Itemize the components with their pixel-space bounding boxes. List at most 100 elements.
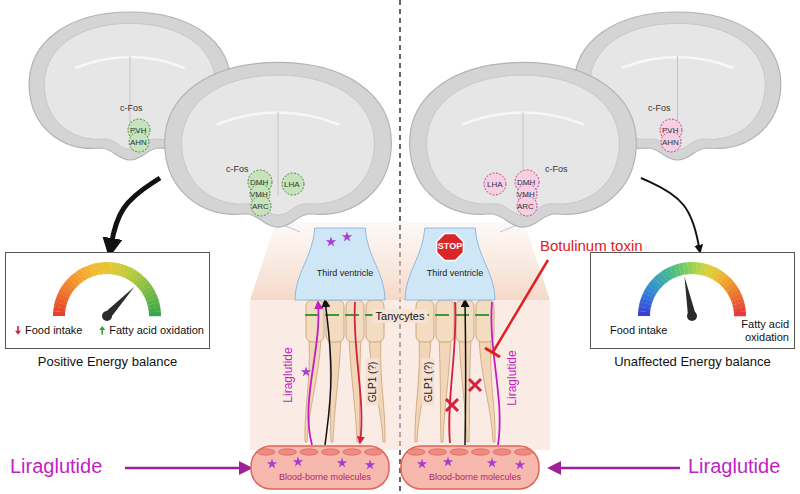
molecule-star [337,457,347,467]
tanycyte-process [305,338,321,442]
ventricle-label: Third ventricle [295,268,395,278]
midline [278,111,279,196]
gauge-hub [102,311,112,321]
vessel-wall [251,446,389,489]
region-label: ARC [252,202,269,211]
region-label: DMH [250,178,268,187]
stop-label: STOP [435,241,465,251]
brain-shape [160,58,396,236]
gauge-hub [687,311,697,321]
vessel-node: Blood-borne molecules [250,445,400,490]
inhibition-line [493,260,548,352]
connector-arrow [641,178,700,252]
gauge-node: Food intakeFatty acid oxidationUnaffecte… [590,252,795,374]
endothelial-cell [429,449,447,455]
endothelial-cell [257,449,275,455]
molecule-star [487,457,497,467]
vessel-node: Blood-borne molecules [400,445,550,490]
region-label: LHA [284,180,300,189]
effect-label: Food intake [25,324,82,337]
molecule-star [342,231,352,241]
marker-label: c-Fos [545,164,568,174]
annotation-label: Liraglutide [688,455,780,477]
effect-label: Fatty acid oxidation [717,318,789,343]
vent-shape [295,228,395,300]
tissue-ground [250,300,550,450]
stop-node: STOP [435,232,465,262]
panel-frame [591,253,795,374]
panel-frame [6,253,210,374]
effect-label: Food intake [610,324,667,337]
tanycyte-body [306,300,324,342]
zoom-region [250,222,550,300]
gauge-arc [734,311,746,316]
endothelial-cell [365,449,383,455]
glp1-path [449,302,455,443]
brain-inner [427,75,620,215]
marker-label: c-Fos [120,103,143,113]
region-label: VMH [517,190,535,199]
gauge-arc [149,311,161,316]
region-label: PVH [662,126,678,135]
molecule-star [417,458,427,468]
endothelial-cell [515,449,533,455]
balance-label: Positive Energy balance [5,348,210,374]
vessel-label: Blood-borne molecules [250,472,400,482]
liraglutide-path [491,302,499,445]
molecule-star [443,456,453,466]
vent-node: Third ventricle [295,228,395,300]
brain-node: c-FosDMHLHAVMHARC [160,58,396,236]
endothelial-cell [322,449,340,455]
tanycyte-cells [305,300,495,442]
effect-label: Fatty acid oxidation [109,324,204,337]
region-label: VMH [250,190,268,199]
endothelial-cell [472,449,490,455]
input-arrow [550,467,680,470]
gauge-arc [102,262,107,274]
trend-arrow-head [99,326,105,330]
pathway-label: GLP1 (?) [366,359,379,406]
region-label: PVH [130,126,146,135]
brain-outline [410,62,637,227]
molecule-star [326,236,336,246]
region-label: AHN [662,138,679,147]
connector-arrow [464,300,466,445]
region-label: DMH [517,178,535,187]
inhibition-bar [485,348,500,357]
tanycyte-body [436,300,454,342]
region-label: ARC [517,202,534,211]
connector-arrow [325,300,331,445]
pathway-label: Liraglutide [506,350,519,405]
vessel-shape [400,445,550,490]
liraglutide-path [308,302,318,445]
molecule-star [267,458,277,468]
endothelial-cell [343,449,361,455]
vessel-wall [401,446,539,489]
endothelial-cell [279,449,297,455]
gauge-needle [685,277,696,317]
marker-label: c-Fos [648,103,671,113]
glp1-path [355,302,362,443]
endothelial-cell [450,449,468,455]
pathway-label: GLP1 (?) [422,359,435,406]
endothelial-cell [407,449,425,455]
gauge-node: Food intake Fatty acid oxidationPositive … [5,252,210,374]
brain-node: c-FosLHADMHVMHARC [405,58,641,236]
annotation-label: Tanycytes [373,309,428,323]
brain-inner [182,75,375,215]
cfos-region [484,173,506,195]
connector-arrow [110,178,160,252]
molecule-star [515,459,525,469]
vent-node: Third ventricle STOP [405,228,505,300]
block-marks [446,379,481,411]
brain-outline [165,62,392,227]
block-x [469,379,481,391]
ventricle-label: Third ventricle [405,268,505,278]
annotation-label: Liraglutide [10,455,102,477]
ventricle-outline [405,228,495,300]
molecule-stars [301,366,311,376]
molecule-star [365,459,375,469]
molecule-star [293,456,303,466]
